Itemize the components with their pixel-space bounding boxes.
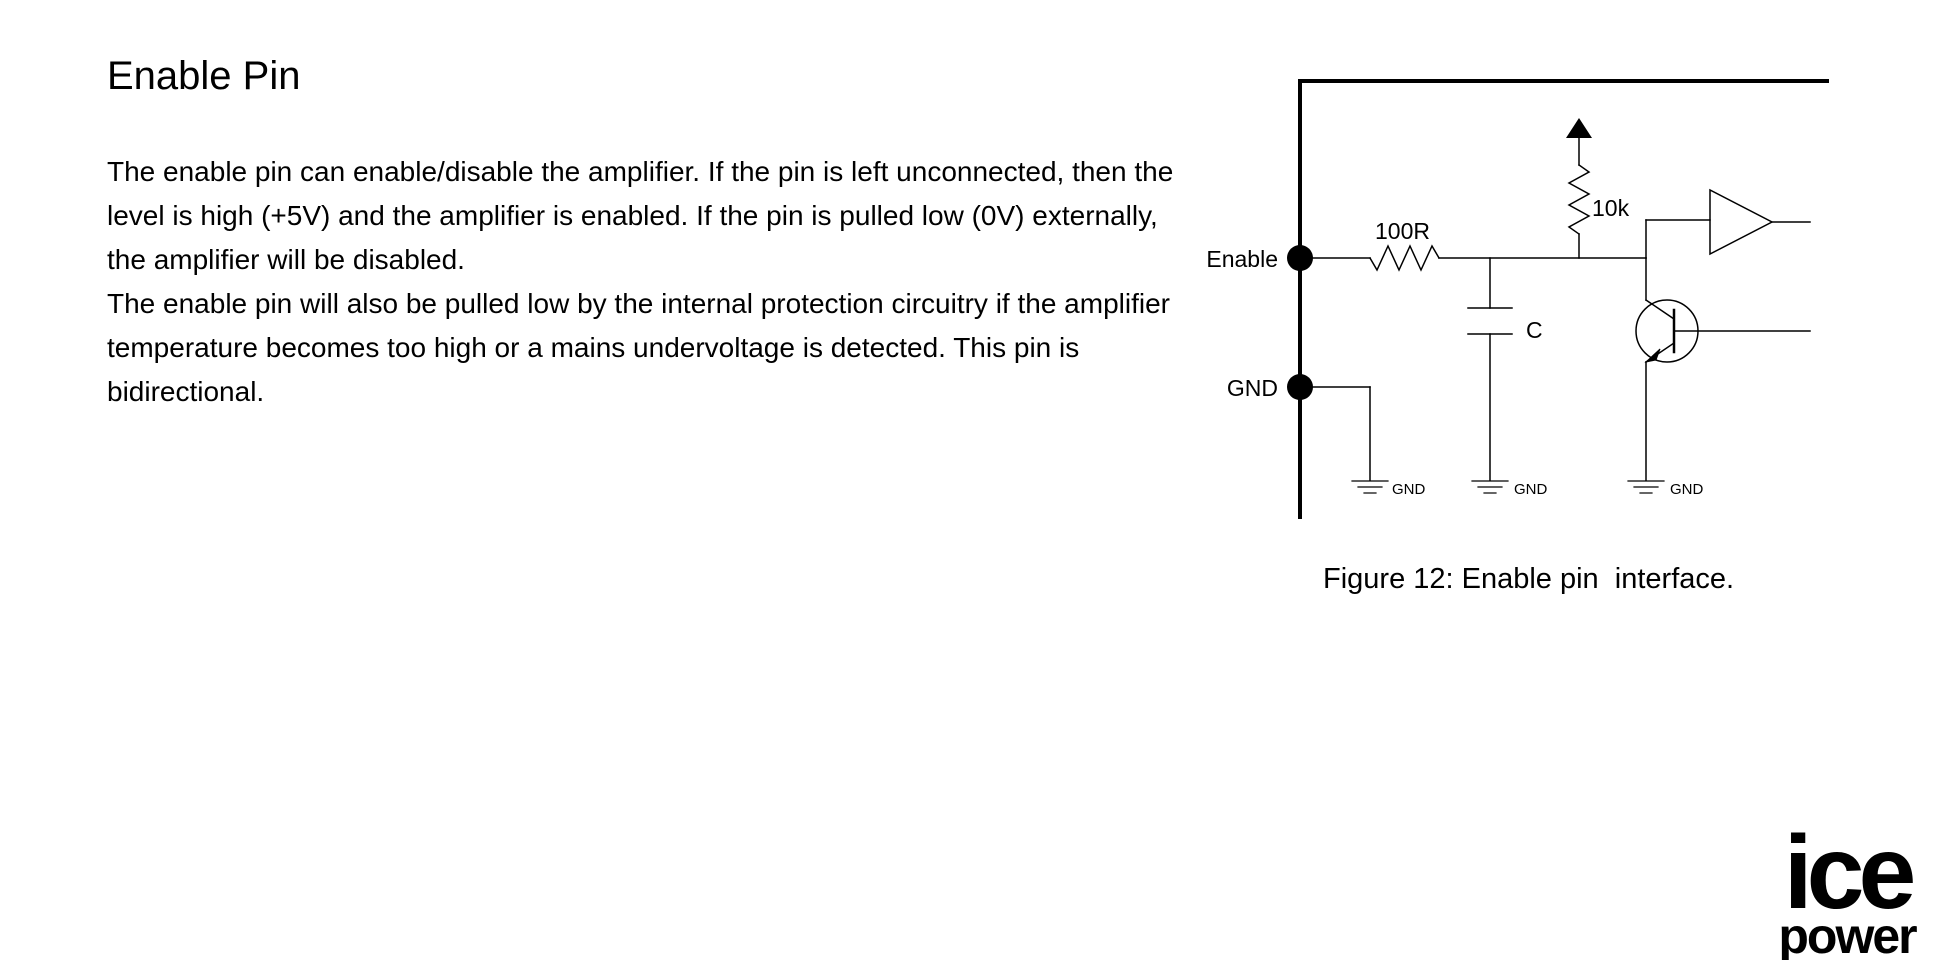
ground-label-2: GND (1514, 481, 1548, 498)
buffer-triangle (1709, 188, 1774, 256)
ground-symbol-3 (1627, 480, 1665, 494)
enable-pin-label: Enable (1206, 246, 1278, 272)
ground-symbol-1 (1351, 480, 1389, 494)
resistor-100r-symbol (1368, 244, 1441, 272)
emitter-arrow-icon (1644, 348, 1661, 363)
body-text: The enable pin can enable/disable the am… (107, 150, 1177, 414)
enable-pin-dot (1287, 245, 1313, 271)
logo-line-power: power (1778, 908, 1917, 960)
paragraph-protection-description: The enable pin will also be pulled low b… (107, 288, 1170, 407)
supply-arrow-icon (1566, 118, 1592, 138)
module-border (1298, 79, 1829, 519)
paragraph-enable-description: The enable pin can enable/disable the am… (107, 156, 1174, 275)
resistor-10k-label: 10k (1592, 195, 1630, 221)
gnd-pin-dot (1287, 374, 1313, 400)
figure-caption: Figure 12: Enable pin interface. (1323, 563, 1735, 595)
enable-pin-schematic: Enable GND 100R 10k C GND GND GND (1206, 79, 1829, 519)
ground-symbol-2 (1471, 480, 1509, 494)
transistor-collector (1644, 298, 1676, 321)
resistor-100r-label: 100R (1375, 218, 1430, 244)
capacitor-label: C (1526, 317, 1543, 343)
gnd-pin-label: GND (1227, 375, 1278, 401)
ground-label-3: GND (1670, 481, 1704, 498)
ground-label-1: GND (1392, 481, 1426, 498)
icepower-logo: ice power (1778, 825, 1919, 960)
logo-line-ice: ice (1784, 825, 1914, 931)
page-title: Enable Pin (107, 54, 301, 98)
resistor-10k-symbol (1567, 163, 1591, 236)
